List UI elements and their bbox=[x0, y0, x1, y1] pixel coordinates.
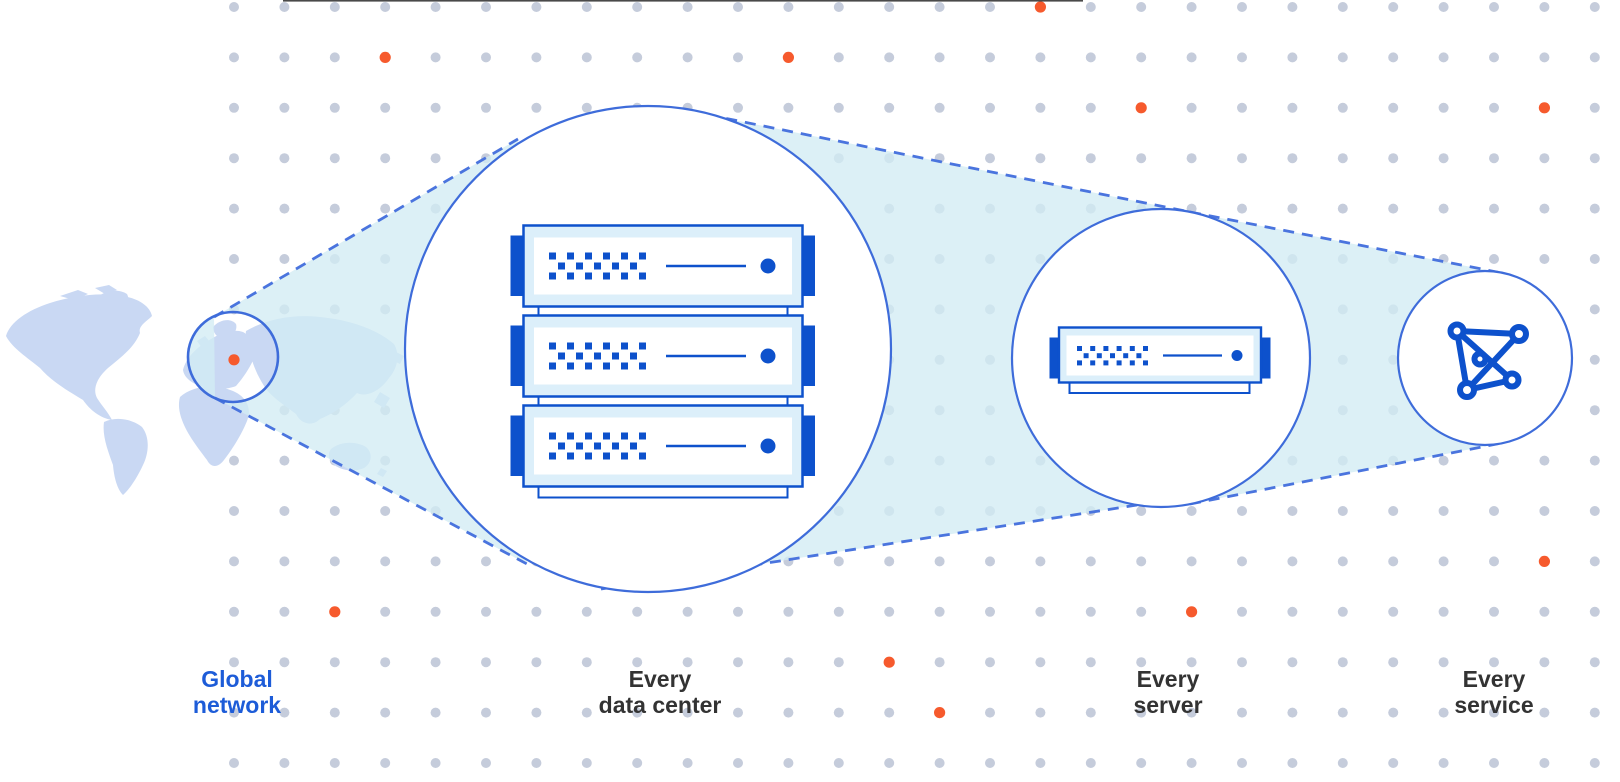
label-global-network: Global network bbox=[193, 666, 281, 718]
orange-accent-dots bbox=[228, 1, 1550, 719]
continent-greenland bbox=[96, 290, 129, 315]
server-led-light bbox=[760, 348, 776, 364]
server-led-matrix bbox=[1077, 346, 1148, 366]
server-icon bbox=[1049, 326, 1271, 394]
rack-server-unit bbox=[510, 224, 815, 308]
continent-south-america bbox=[103, 418, 148, 495]
mesh-node bbox=[1447, 321, 1467, 341]
mesh-node bbox=[1457, 380, 1477, 400]
label-line: server bbox=[1133, 692, 1203, 718]
server-led-matrix bbox=[549, 252, 646, 280]
server-led-light bbox=[760, 258, 776, 274]
label-line: Every bbox=[1136, 666, 1200, 692]
label-every-server: Every server bbox=[1133, 666, 1202, 718]
label-line: data center bbox=[598, 692, 722, 718]
label-line: Every bbox=[1462, 666, 1526, 692]
continent-north-america bbox=[6, 294, 152, 420]
globe-zoom-circle bbox=[186, 310, 280, 404]
rack-server-unit bbox=[510, 314, 815, 398]
label-line: Every bbox=[628, 666, 692, 692]
server-led-matrix bbox=[549, 432, 646, 460]
label-line: network bbox=[192, 692, 282, 718]
region-scandinavia bbox=[213, 320, 237, 339]
server-rack-icon bbox=[510, 224, 815, 499]
server-led-light bbox=[1231, 350, 1243, 361]
label-every-service: Every service bbox=[1454, 666, 1533, 718]
rack-server-unit bbox=[510, 404, 815, 488]
beam-dashed-edges bbox=[213, 109, 1503, 591]
islands-canada bbox=[60, 285, 117, 300]
top-edge-artifact-line bbox=[283, 0, 1083, 2]
mesh-node bbox=[1471, 350, 1489, 368]
mesh-node bbox=[1509, 324, 1529, 344]
label-line: Global bbox=[201, 666, 273, 692]
server-led-light bbox=[760, 438, 776, 454]
network-mesh-icon bbox=[1447, 321, 1529, 400]
label-every-data-center: Every data center bbox=[599, 666, 722, 718]
label-line: service bbox=[1454, 692, 1534, 718]
server-led-matrix bbox=[549, 342, 646, 370]
mesh-node bbox=[1502, 370, 1522, 390]
